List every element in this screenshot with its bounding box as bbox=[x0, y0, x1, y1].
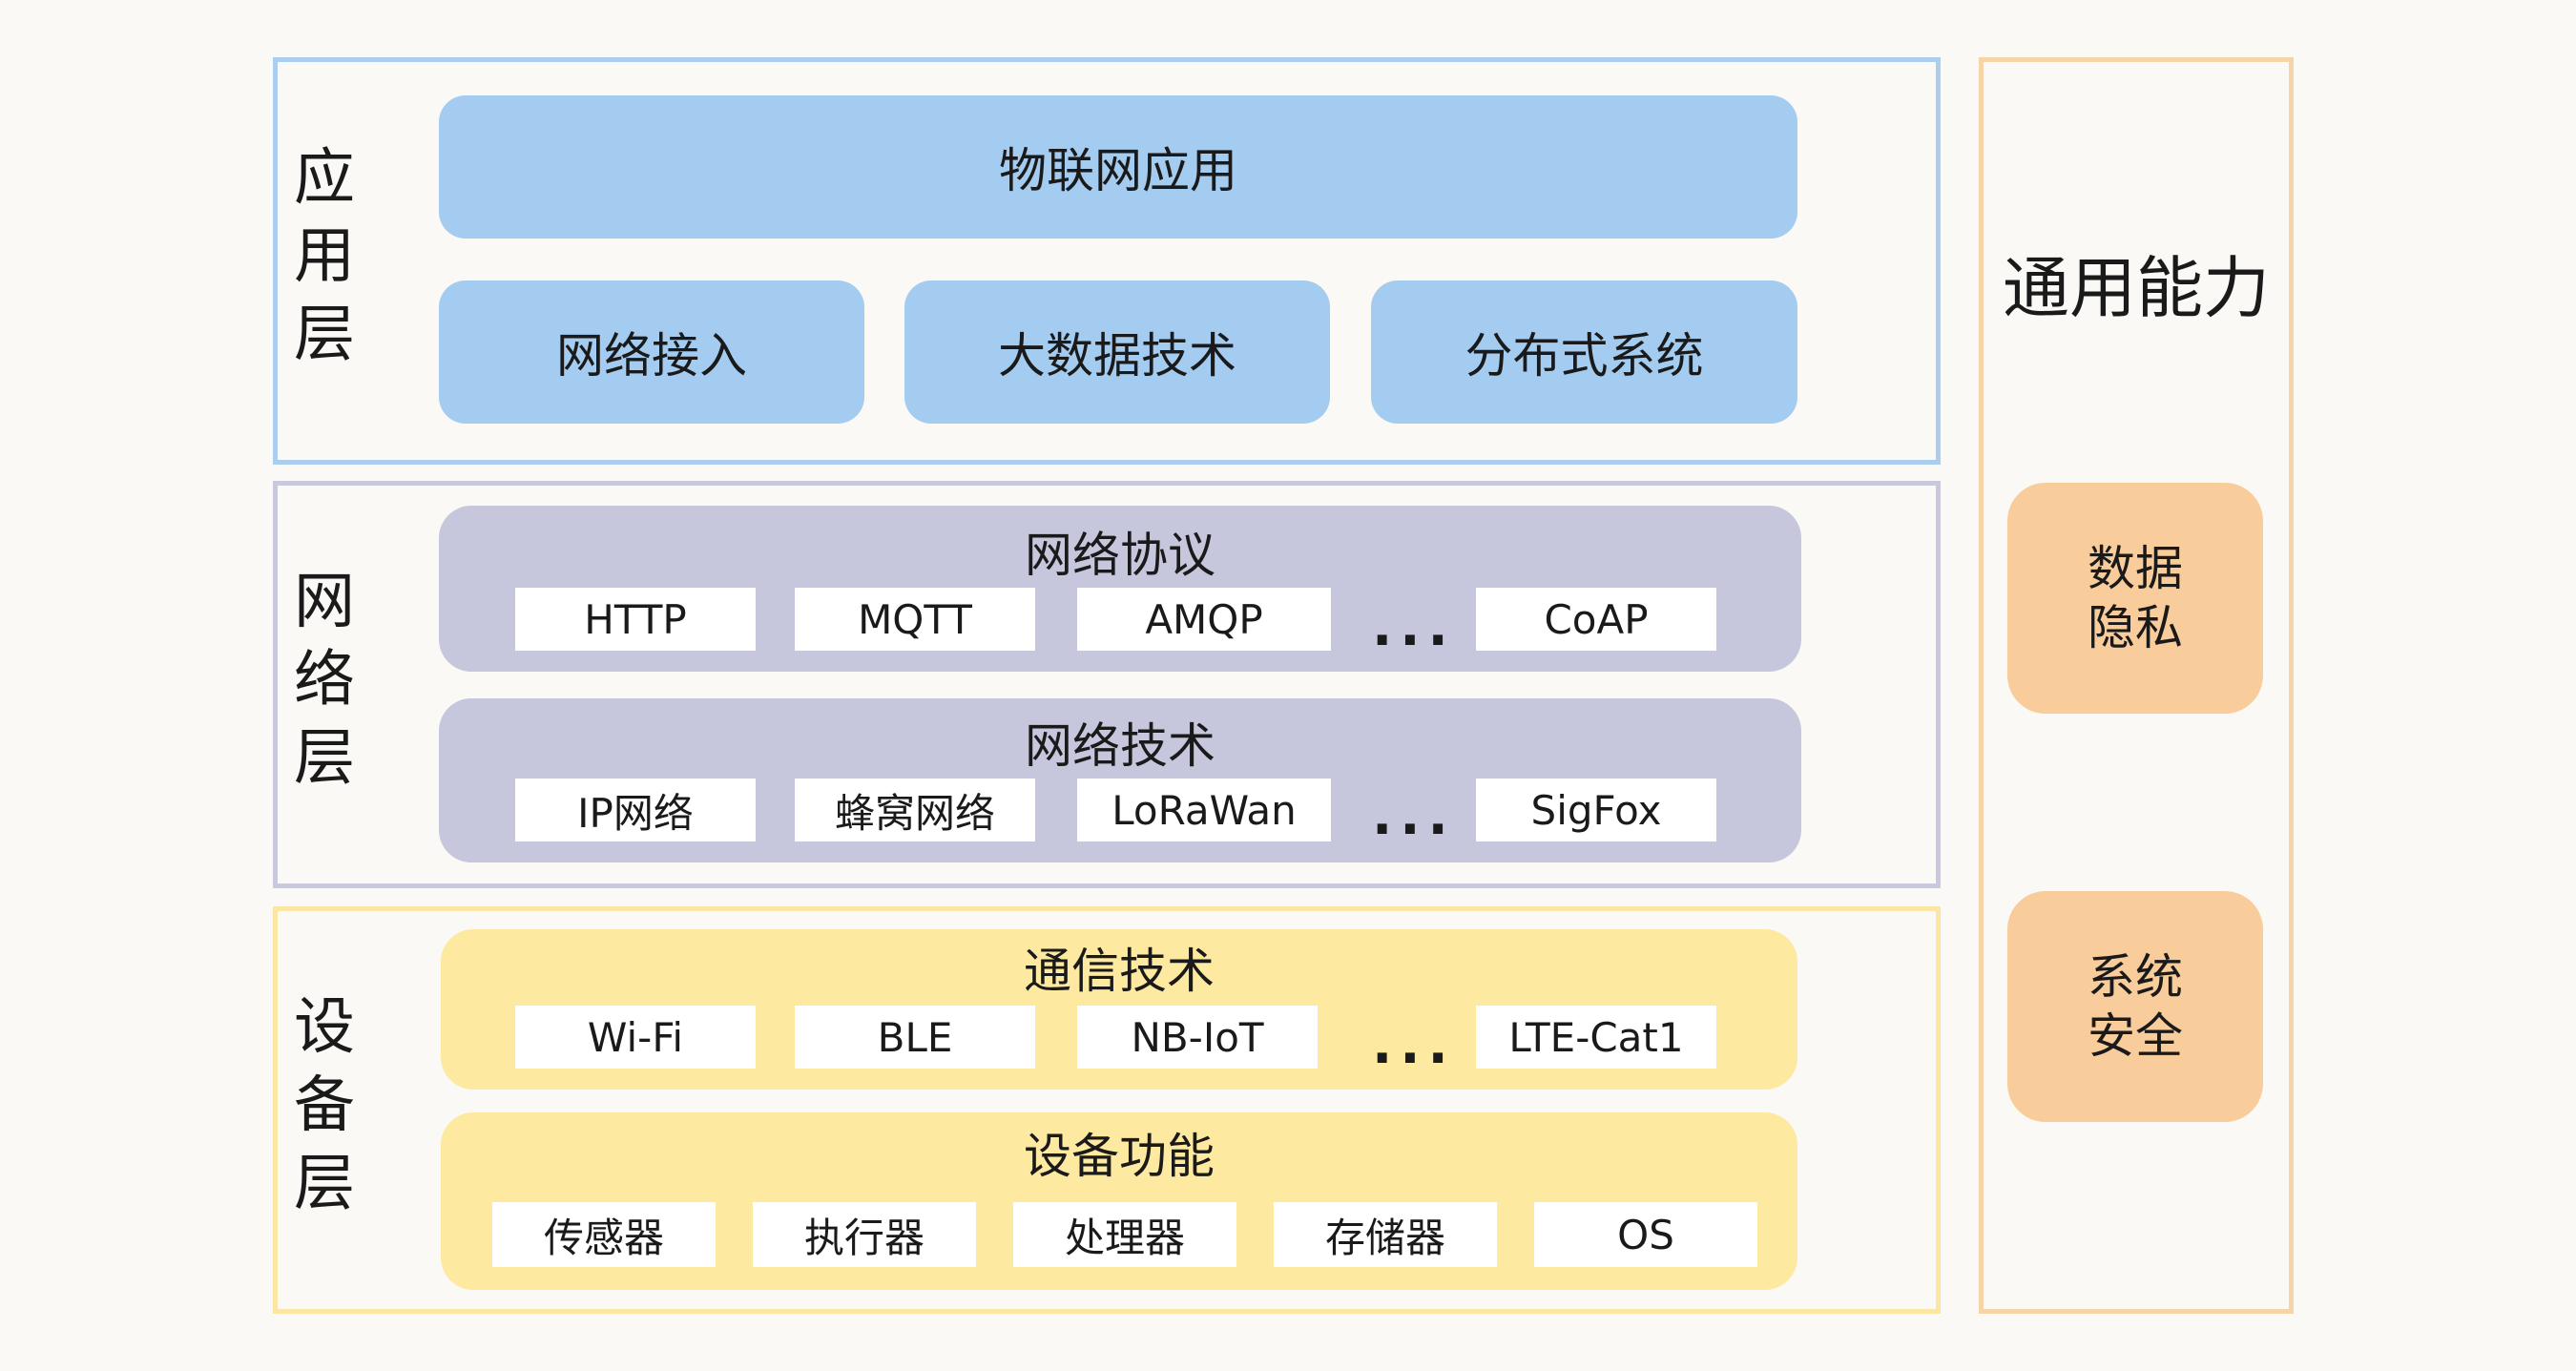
network-technology-group: 网络技术 IP网络 蜂窝网络 LoRaWan ... SigFox bbox=[439, 698, 1801, 862]
technology-ellipsis: ... bbox=[1372, 785, 1456, 847]
technology-lorawan: LoRaWan bbox=[1077, 779, 1331, 841]
function-actuator: 执行器 bbox=[753, 1202, 976, 1267]
technology-ip-network: IP网络 bbox=[515, 779, 756, 841]
device-layer-frame bbox=[273, 906, 1941, 1314]
application-layer-title: 应 用 层 bbox=[294, 143, 355, 370]
common-capabilities-frame bbox=[1979, 57, 2294, 1314]
comm-ellipsis: ... bbox=[1372, 1014, 1456, 1076]
protocol-mqtt: MQTT bbox=[795, 588, 1035, 651]
communication-technology-group: 通信技术 Wi-Fi BLE NB-IoT ... LTE-Cat1 bbox=[441, 929, 1797, 1090]
comm-ble: BLE bbox=[795, 1006, 1035, 1069]
protocol-coap: CoAP bbox=[1476, 588, 1716, 651]
comm-lte-cat1: LTE-Cat1 bbox=[1476, 1006, 1716, 1069]
protocol-ellipsis: ... bbox=[1372, 596, 1456, 658]
network-access-block: 网络接入 bbox=[439, 280, 864, 424]
device-layer-title: 设 备 层 bbox=[294, 992, 355, 1219]
protocol-amqp: AMQP bbox=[1077, 588, 1331, 651]
big-data-block: 大数据技术 bbox=[904, 280, 1330, 424]
network-technology-title: 网络技术 bbox=[1025, 718, 1215, 774]
device-function-group: 设备功能 传感器 执行器 处理器 存储器 OS bbox=[441, 1112, 1797, 1290]
data-privacy-block: 数据 隐私 bbox=[2007, 483, 2263, 714]
comm-nb-iot: NB-IoT bbox=[1077, 1006, 1318, 1069]
function-os: OS bbox=[1534, 1202, 1757, 1267]
function-sensor: 传感器 bbox=[492, 1202, 716, 1267]
network-protocol-group: 网络协议 HTTP MQTT AMQP ... CoAP bbox=[439, 506, 1801, 672]
comm-wifi: Wi-Fi bbox=[515, 1006, 756, 1069]
protocol-http: HTTP bbox=[515, 588, 756, 651]
function-storage: 存储器 bbox=[1274, 1202, 1497, 1267]
function-processor: 处理器 bbox=[1013, 1202, 1236, 1267]
network-layer-frame bbox=[273, 481, 1941, 888]
network-protocol-title: 网络协议 bbox=[1025, 528, 1215, 583]
distributed-system-block: 分布式系统 bbox=[1371, 280, 1797, 424]
network-layer-title: 网 络 层 bbox=[294, 567, 355, 794]
iot-application-block: 物联网应用 bbox=[439, 95, 1797, 239]
application-layer-frame bbox=[273, 57, 1941, 465]
technology-sigfox: SigFox bbox=[1476, 779, 1716, 841]
communication-technology-title: 通信技术 bbox=[1024, 944, 1215, 999]
common-capabilities-title: 通用能力 bbox=[2003, 249, 2270, 327]
device-function-title: 设备功能 bbox=[1024, 1129, 1215, 1184]
system-security-block: 系统 安全 bbox=[2007, 891, 2263, 1122]
technology-cellular-network: 蜂窝网络 bbox=[795, 779, 1035, 841]
